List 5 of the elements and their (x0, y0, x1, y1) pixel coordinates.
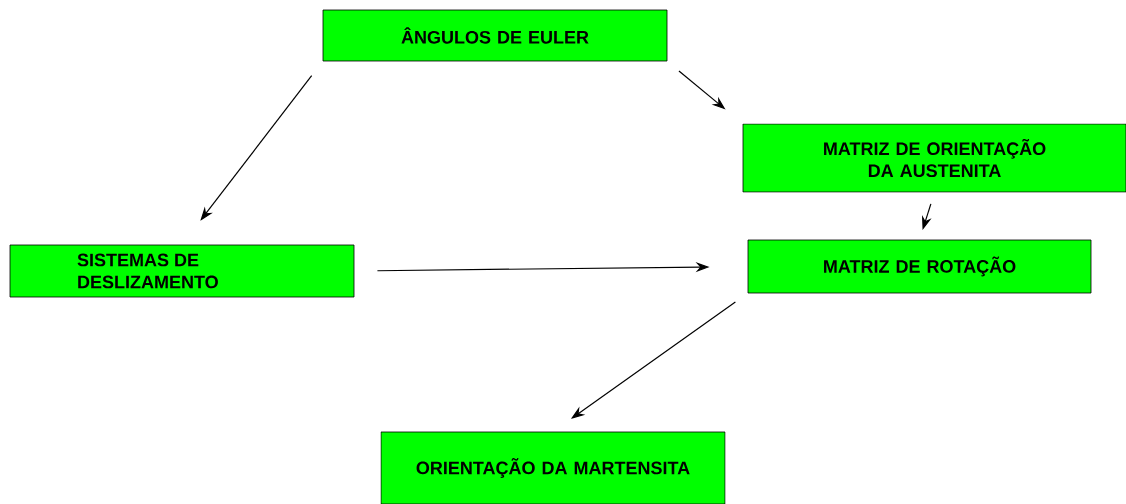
process-box: SISTEMAS DE DESLIZAMENTO (9, 244, 355, 298)
process-box: MATRIZ DE ROTAÇÃO (747, 239, 1092, 294)
process-box: ORIENTAÇÃO DA MARTENSITA (380, 431, 726, 504)
process-box: ÂNGULOS DE EULER (322, 9, 668, 62)
process-box: MATRIZ DE ORIENTAÇÃO DA AUSTENITA (742, 123, 1126, 193)
